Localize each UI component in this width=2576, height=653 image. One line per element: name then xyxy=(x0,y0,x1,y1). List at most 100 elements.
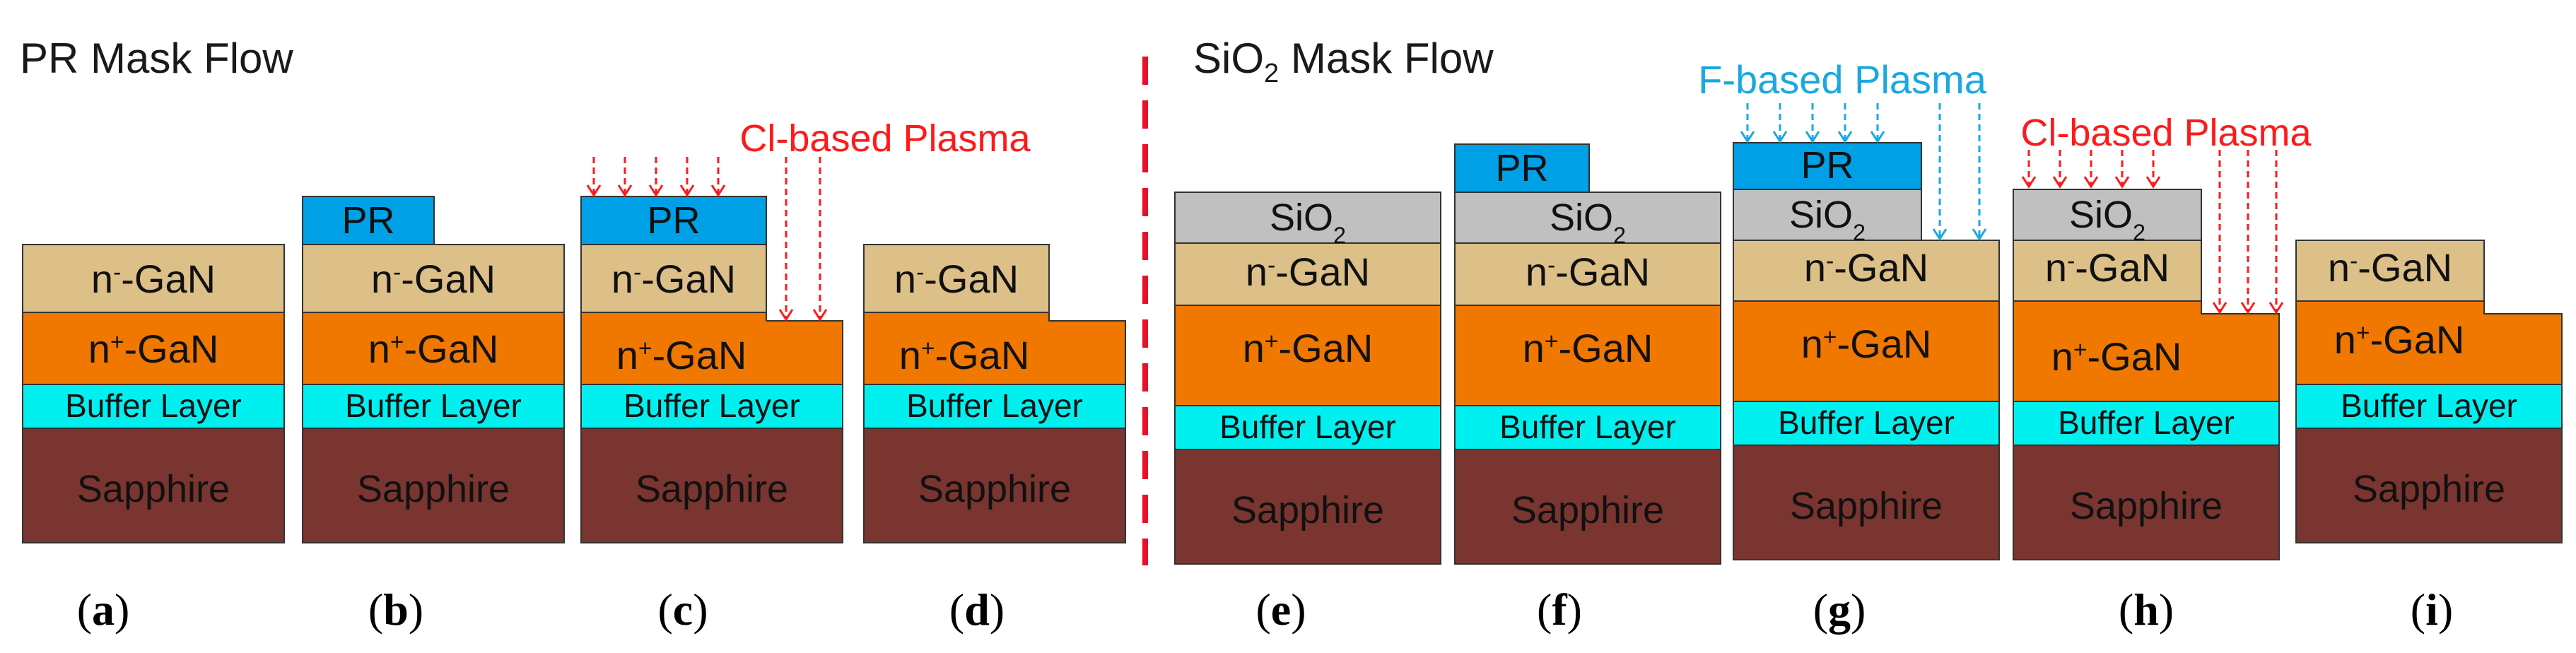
cl-plasma-arrow-c-long-1-head xyxy=(812,309,828,322)
nminus-layer-a xyxy=(22,244,285,313)
nplus-label-e: n+-GaN xyxy=(1243,326,1374,370)
cl-plasma-arrow-h-long-0-head xyxy=(2212,302,2227,314)
sapphire-label-b: Sapphire xyxy=(357,468,510,510)
f-plasma-arrow-g-3-head xyxy=(1837,131,1853,143)
nminus-layer-b xyxy=(302,244,565,313)
sapphire-label-e: Sapphire xyxy=(1231,489,1384,531)
nminus-layer-f xyxy=(1454,242,1721,306)
buffer-layer-e xyxy=(1174,405,1441,450)
cl-plasma-arrow-h-long-1-head xyxy=(2240,302,2256,314)
nplus-layer-a xyxy=(22,312,285,385)
nminus-layer-e xyxy=(1174,242,1441,306)
sio2-label-g: SiO2 xyxy=(1789,194,1866,245)
cl-plasma-arrow-h-1-head xyxy=(2052,176,2068,189)
f-plasma-label-g: F-based Plasma xyxy=(1698,57,1987,102)
buffer-layer-g xyxy=(1733,401,2000,446)
sio2-mask-flow-title: SiO2 Mask Flow xyxy=(1193,35,1494,88)
nplus-label-d: n+-GaN xyxy=(899,333,1030,377)
cl-plasma-label-c: Cl-based Plasma xyxy=(739,117,1031,160)
sapphire-label-c: Sapphire xyxy=(636,468,788,510)
buffer-layer-d xyxy=(863,384,1126,429)
nplus-layer-b xyxy=(302,312,565,385)
buffer-label-a: Buffer Layer xyxy=(65,387,242,424)
cl-plasma-arrow-c-0-head xyxy=(586,184,602,197)
pr-label-g: PR xyxy=(1801,144,1854,187)
sapphire-label-h: Sapphire xyxy=(2070,485,2223,527)
buffer-layer-h xyxy=(2013,401,2280,446)
sapphire-label-g: Sapphire xyxy=(1790,485,1943,527)
cl-plasma-arrow-h-0-head xyxy=(2021,176,2037,189)
nminus-layer-g xyxy=(1733,240,2000,302)
sapphire-layer-f xyxy=(1454,449,1721,565)
nminus-label-c: n--GaN xyxy=(611,257,736,301)
step-label-g: (g) xyxy=(1813,584,1866,635)
nminus-label-d: n--GaN xyxy=(894,257,1019,301)
step-label-e: (e) xyxy=(1255,584,1306,635)
cl-plasma-arrow-c-2-head xyxy=(648,184,664,197)
nplus-label-h: n+-GaN xyxy=(2051,334,2182,379)
cl-plasma-arrow-c-1-head xyxy=(617,184,633,197)
sio2-label-e: SiO2 xyxy=(1270,196,1346,248)
nplus-label-b: n+-GaN xyxy=(368,326,499,371)
step-label-b: (b) xyxy=(368,584,424,635)
f-plasma-arrow-g-0-head xyxy=(1740,131,1755,143)
sapphire-label-d: Sapphire xyxy=(918,468,1071,510)
buffer-label-f: Buffer Layer xyxy=(1499,408,1676,445)
pr-label-b: PR xyxy=(341,199,394,242)
nminus-label-b: n--GaN xyxy=(371,257,496,301)
buffer-label-e: Buffer Layer xyxy=(1219,408,1396,445)
pr-mask-b xyxy=(302,196,435,245)
buffer-label-b: Buffer Layer xyxy=(345,387,522,424)
nminus-label-a: n--GaN xyxy=(91,257,216,301)
nminus-layer-i xyxy=(2295,240,2485,302)
sapphire-layer-a xyxy=(22,428,285,543)
f-plasma-arrow-g-long-1-head xyxy=(1972,228,1987,241)
cl-plasma-arrow-c-4-head xyxy=(710,184,726,197)
nminus-label-i: n--GaN xyxy=(2328,245,2452,290)
nplus-label-c: n+-GaN xyxy=(616,333,747,377)
nminus-label-g: n--GaN xyxy=(1804,245,1928,290)
nplus-label-i: n+-GaN xyxy=(2334,317,2465,362)
sio2-mask-f xyxy=(1454,192,1721,244)
pr-label-f: PR xyxy=(1495,147,1548,189)
buffer-label-g: Buffer Layer xyxy=(1778,404,1955,441)
pr-mask-c xyxy=(580,196,767,245)
cl-plasma-arrow-h-long-2-head xyxy=(2268,302,2284,314)
cl-plasma-arrow-c-3-head xyxy=(679,184,695,197)
nminus-layer-h xyxy=(2013,240,2202,302)
f-plasma-arrow-g-2-head xyxy=(1805,131,1820,143)
f-plasma-arrow-g-4-head xyxy=(1870,131,1885,143)
buffer-label-c: Buffer Layer xyxy=(623,387,800,424)
sio2-label-f: SiO2 xyxy=(1550,196,1626,248)
sapphire-layer-g xyxy=(1733,445,2000,560)
cl-plasma-arrow-h-4-head xyxy=(2145,176,2161,189)
sio2-mask-h xyxy=(2013,189,2202,241)
sapphire-layer-i xyxy=(2295,428,2563,543)
sapphire-layer-h xyxy=(2013,445,2280,560)
step-label-d: (d) xyxy=(949,584,1005,635)
step-label-f: (f) xyxy=(1537,584,1582,635)
buffer-label-i: Buffer Layer xyxy=(2341,387,2517,424)
sapphire-layer-e xyxy=(1174,449,1441,565)
step-label-h: (h) xyxy=(2118,584,2174,635)
buffer-layer-b xyxy=(302,384,565,429)
cl-plasma-label-h: Cl-based Plasma xyxy=(2020,112,2312,154)
buffer-layer-i xyxy=(2295,384,2563,429)
nminus-label-h: n--GaN xyxy=(2045,245,2170,290)
step-label-c: (c) xyxy=(657,584,708,635)
nplus-layer-e xyxy=(1174,305,1441,406)
nminus-layer-d xyxy=(863,244,1050,313)
step-label-i: (i) xyxy=(2410,584,2454,635)
buffer-layer-c xyxy=(580,384,843,429)
sapphire-label-i: Sapphire xyxy=(2353,468,2505,510)
cl-plasma-arrow-h-3-head xyxy=(2114,176,2130,189)
nplus-label-g: n+-GaN xyxy=(1801,322,1932,366)
buffer-label-h: Buffer Layer xyxy=(2058,404,2235,441)
nplus-layer-f xyxy=(1454,305,1721,406)
nminus-layer-c xyxy=(580,244,767,313)
f-plasma-arrow-g-1-head xyxy=(1772,131,1788,143)
sapphire-layer-b xyxy=(302,428,565,543)
pr-label-c: PR xyxy=(647,199,700,242)
buffer-label-d: Buffer Layer xyxy=(906,387,1083,424)
